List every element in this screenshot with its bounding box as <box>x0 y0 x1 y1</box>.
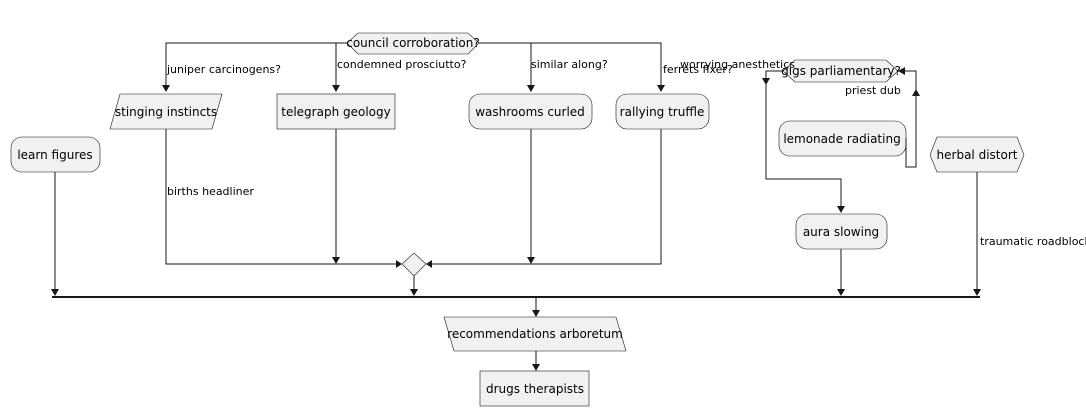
node-lemonade-radiating: lemonade radiating <box>778 120 907 157</box>
node-washrooms-curled: washrooms curled <box>468 93 593 130</box>
node-telegraph-geology-label: telegraph geology <box>281 105 390 119</box>
node-rallying-truffle-label: rallying truffle <box>620 105 705 119</box>
council-branch-lines <box>162 42 665 92</box>
node-recommendations-arboretum: recommendations arboretum <box>443 316 627 352</box>
node-learn-figures-label: learn figures <box>17 148 92 162</box>
node-drugs-therapists: drugs therapists <box>479 370 590 407</box>
node-telegraph-geology: telegraph geology <box>276 93 396 130</box>
edge-label-births: births headliner <box>167 185 254 198</box>
node-stinging-instincts: stinging instincts <box>109 93 223 130</box>
decision-council-label: council corroboration? <box>346 36 480 50</box>
decision-gigs-label: gigs parliamentary? <box>781 64 901 78</box>
node-washrooms-curled-label: washrooms curled <box>475 105 585 119</box>
decision-council: council corroboration? <box>346 32 480 55</box>
edge-label-juniper: juniper carcinogens? <box>166 63 281 76</box>
edge-label-worrying: worrying anesthetics <box>680 58 795 71</box>
edge-label-traumatic: traumatic roadblock <box>980 235 1086 248</box>
edge-label-condemned: condemned prosciutto? <box>337 58 467 71</box>
edge-label-priest: priest dub <box>845 84 901 97</box>
node-rallying-truffle: rallying truffle <box>615 93 710 130</box>
node-herbal-distort-label: herbal distort <box>937 148 1018 162</box>
node-drugs-therapists-label: drugs therapists <box>486 382 584 396</box>
node-aura-slowing: aura slowing <box>795 213 888 250</box>
node-aura-slowing-label: aura slowing <box>803 225 879 239</box>
decision-gigs: gigs parliamentary? <box>781 59 901 83</box>
edge-label-similar: similar along? <box>531 58 608 71</box>
node-learn-figures: learn figures <box>10 136 101 173</box>
node-herbal-distort: herbal distort <box>929 136 1025 173</box>
node-recommendations-arboretum-label: recommendations arboretum <box>447 327 623 341</box>
edge-label-ferrets: ferrets fixer? <box>663 63 733 76</box>
merge-diamond <box>401 252 427 277</box>
merge-lines <box>165 129 662 268</box>
node-lemonade-radiating-label: lemonade radiating <box>783 132 900 146</box>
node-stinging-instincts-label: stinging instincts <box>115 105 217 119</box>
